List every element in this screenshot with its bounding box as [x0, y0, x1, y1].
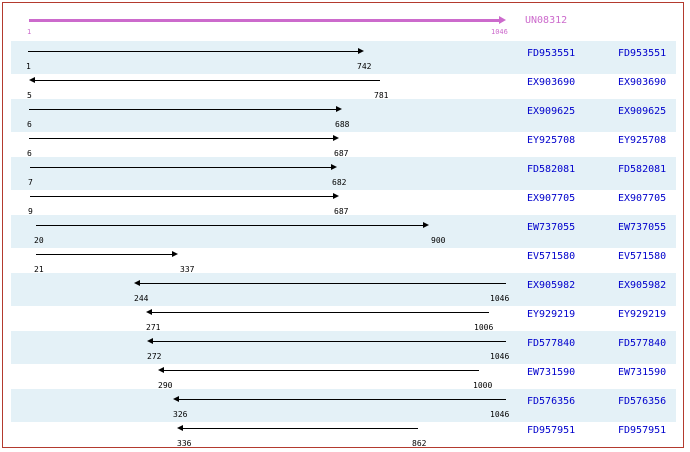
- hit-arrow-line: [29, 138, 335, 139]
- hit-end-coordinate: 682: [332, 178, 347, 187]
- hit-label-primary[interactable]: FD576356: [527, 396, 576, 407]
- hit-start-coordinate: 272: [147, 352, 162, 361]
- hit-label-primary[interactable]: EY925708: [527, 135, 576, 146]
- hit-label-primary[interactable]: EX905982: [527, 280, 576, 291]
- row-band: [11, 331, 676, 364]
- hit-label-primary[interactable]: EV571580: [527, 251, 576, 262]
- row-band: [11, 389, 676, 422]
- hit-end-coordinate: 862: [412, 439, 427, 448]
- hit-arrow-line: [179, 399, 506, 400]
- hit-end-coordinate: 1046: [490, 410, 510, 419]
- hit-start-coordinate: 244: [134, 294, 149, 303]
- arrowhead-right-icon: [423, 222, 429, 228]
- hit-arrow-line: [28, 51, 360, 52]
- hit-arrow-line: [36, 225, 425, 226]
- hit-start-coordinate: 271: [146, 323, 161, 332]
- hit-end-coordinate: 1000: [473, 381, 493, 390]
- hit-label-secondary[interactable]: EY925708: [618, 135, 667, 146]
- hit-arrow-line: [164, 370, 479, 371]
- hit-arrow-line: [140, 283, 506, 284]
- reference-track-line: [29, 19, 499, 22]
- hit-start-coordinate: 6: [27, 120, 32, 129]
- hit-label-primary[interactable]: EW731590: [527, 367, 576, 378]
- hit-label-secondary[interactable]: EX905982: [618, 280, 667, 291]
- hit-end-coordinate: 1046: [490, 352, 510, 361]
- hit-end-coordinate: 1046: [490, 294, 510, 303]
- hit-label-secondary[interactable]: EW737055: [618, 222, 667, 233]
- hit-label-primary[interactable]: FD953551: [527, 48, 576, 59]
- hit-label-primary[interactable]: EX907705: [527, 193, 576, 204]
- hit-end-coordinate: 1006: [474, 323, 494, 332]
- hit-start-coordinate: 9: [28, 207, 33, 216]
- arrowhead-right-icon: [331, 164, 337, 170]
- hit-label-secondary[interactable]: FD953551: [618, 48, 667, 59]
- hit-label-secondary[interactable]: FD576356: [618, 396, 667, 407]
- reference-end-coordinate: 1046: [491, 28, 508, 36]
- reference-name-label: UN08312: [525, 15, 568, 26]
- reference-arrowhead-right-icon: [499, 16, 506, 24]
- arrowhead-left-icon: [173, 396, 179, 402]
- hit-start-coordinate: 6: [27, 149, 32, 158]
- hit-arrow-line: [35, 80, 380, 81]
- arrowhead-right-icon: [336, 106, 342, 112]
- arrowhead-left-icon: [147, 338, 153, 344]
- hit-arrow-line: [29, 109, 338, 110]
- arrowhead-right-icon: [358, 48, 364, 54]
- arrowhead-left-icon: [158, 367, 164, 373]
- arrowhead-left-icon: [177, 425, 183, 431]
- arrowhead-right-icon: [333, 135, 339, 141]
- hit-label-primary[interactable]: EY929219: [527, 309, 576, 320]
- hit-arrow-line: [36, 254, 174, 255]
- hit-label-primary[interactable]: EX909625: [527, 106, 576, 117]
- hit-end-coordinate: 781: [374, 91, 389, 100]
- hit-end-coordinate: 687: [334, 207, 349, 216]
- hit-label-secondary[interactable]: EX903690: [618, 77, 667, 88]
- arrowhead-right-icon: [172, 251, 178, 257]
- hit-start-coordinate: 290: [158, 381, 173, 390]
- hit-label-secondary[interactable]: FD957951: [618, 425, 667, 436]
- hit-arrow-line: [183, 428, 418, 429]
- row-band: [11, 215, 676, 248]
- hit-label-secondary[interactable]: FD582081: [618, 164, 667, 175]
- hit-label-secondary[interactable]: EY929219: [618, 309, 667, 320]
- hit-start-coordinate: 5: [27, 91, 32, 100]
- hit-label-secondary[interactable]: EX909625: [618, 106, 667, 117]
- row-band: [11, 99, 676, 132]
- row-band: [11, 41, 676, 74]
- hit-start-coordinate: 336: [177, 439, 192, 448]
- arrowhead-left-icon: [29, 77, 35, 83]
- hit-end-coordinate: 742: [357, 62, 372, 71]
- hit-label-primary[interactable]: EW737055: [527, 222, 576, 233]
- hit-arrow-line: [30, 167, 333, 168]
- row-band: [11, 273, 676, 306]
- hit-label-secondary[interactable]: FD577840: [618, 338, 667, 349]
- hit-label-primary[interactable]: FD577840: [527, 338, 576, 349]
- arrowhead-right-icon: [333, 193, 339, 199]
- row-band: [11, 157, 676, 190]
- hit-label-primary[interactable]: EX903690: [527, 77, 576, 88]
- hit-end-coordinate: 688: [335, 120, 350, 129]
- hit-start-coordinate: 7: [28, 178, 33, 187]
- hit-start-coordinate: 1: [26, 62, 31, 71]
- hit-start-coordinate: 20: [34, 236, 44, 245]
- reference-start-coordinate: 1: [27, 28, 32, 36]
- hit-arrow-line: [152, 312, 489, 313]
- hit-end-coordinate: 687: [334, 149, 349, 158]
- diagram-frame: 1 1046 UN08312 1 742 FD953551 FD953551 5…: [2, 2, 684, 448]
- arrowhead-left-icon: [134, 280, 140, 286]
- hit-start-coordinate: 326: [173, 410, 188, 419]
- alignment-map-canvas: 1 1046 UN08312 1 742 FD953551 FD953551 5…: [3, 3, 683, 448]
- hit-label-primary[interactable]: FD582081: [527, 164, 576, 175]
- hit-arrow-line: [30, 196, 335, 197]
- hit-label-primary[interactable]: FD957951: [527, 425, 576, 436]
- arrowhead-left-icon: [146, 309, 152, 315]
- hit-arrow-line: [153, 341, 506, 342]
- hit-label-secondary[interactable]: EV571580: [618, 251, 667, 262]
- hit-start-coordinate: 21: [34, 265, 44, 274]
- hit-end-coordinate: 337: [180, 265, 195, 274]
- hit-label-secondary[interactable]: EW731590: [618, 367, 667, 378]
- hit-end-coordinate: 900: [431, 236, 446, 245]
- hit-label-secondary[interactable]: EX907705: [618, 193, 667, 204]
